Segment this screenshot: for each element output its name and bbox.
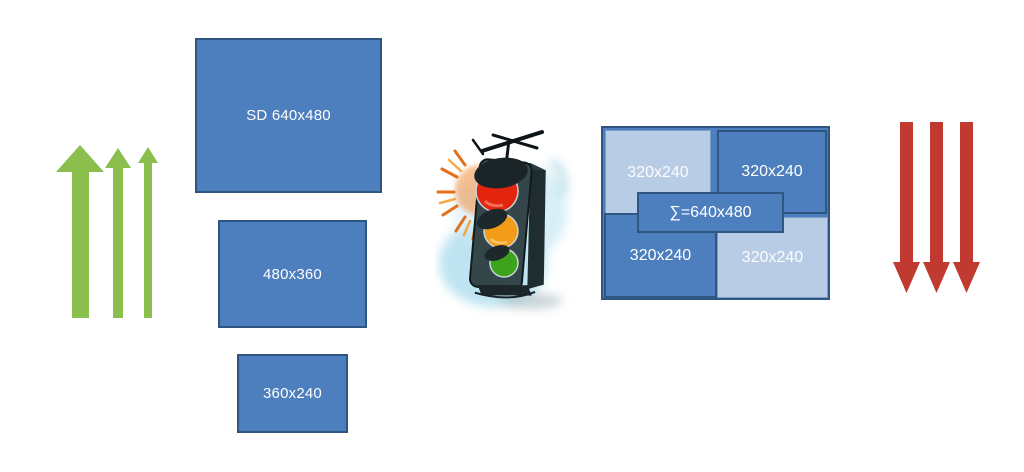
green-light bbox=[484, 245, 519, 278]
tile-label: 320x240 bbox=[629, 246, 692, 264]
up-arrows-group bbox=[56, 145, 158, 318]
down-arrow-icon bbox=[953, 122, 980, 293]
resolution-label: 360x240 bbox=[263, 385, 322, 402]
traffic-light-icon bbox=[436, 130, 567, 309]
tile-label: 320x240 bbox=[741, 248, 804, 266]
up-arrow-icon bbox=[56, 145, 104, 318]
down-arrow-icon bbox=[923, 122, 950, 293]
resolution-label: SD 640x480 bbox=[246, 107, 331, 124]
up-arrow-icon bbox=[138, 147, 158, 318]
sum-label: ∑=640x480 bbox=[669, 203, 752, 221]
tile-label: 320x240 bbox=[627, 163, 689, 181]
sum-box: ∑=640x480 bbox=[637, 192, 784, 233]
tile-label: 320x240 bbox=[741, 163, 803, 180]
up-arrow-icon bbox=[105, 148, 131, 318]
down-arrows-group bbox=[893, 122, 980, 293]
resolution-label: 480x360 bbox=[263, 265, 322, 283]
amber-light bbox=[476, 208, 519, 249]
red-light bbox=[474, 157, 528, 213]
mosaic-grid: 320x240 320x240 320x240 320x240 ∑=640x48… bbox=[601, 126, 830, 300]
down-arrow-icon bbox=[893, 122, 920, 293]
resolution-box-360x240: 360x240 bbox=[237, 354, 348, 433]
resolution-box-sd: SD 640x480 bbox=[195, 38, 382, 193]
resolution-box-480x360: 480x360 bbox=[218, 220, 367, 328]
